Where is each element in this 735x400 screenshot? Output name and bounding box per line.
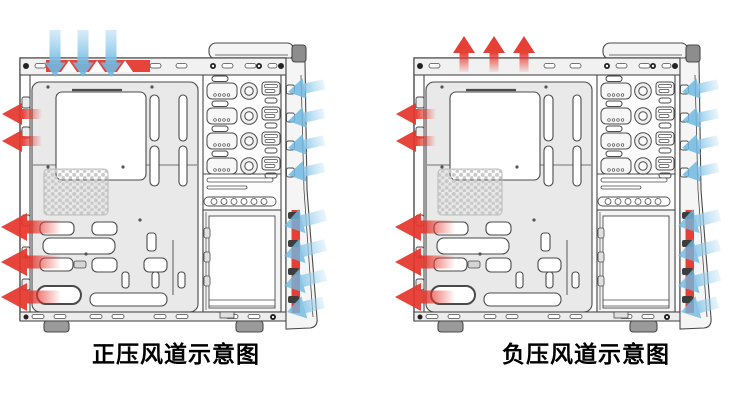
positive-pressure-caption: 正压风道示意图: [92, 342, 260, 368]
negative-pressure-caption: 负压风道示意图: [502, 342, 670, 368]
negative-pressure-diagram: [395, 36, 723, 332]
positive-pressure-diagram: [1, 30, 329, 332]
